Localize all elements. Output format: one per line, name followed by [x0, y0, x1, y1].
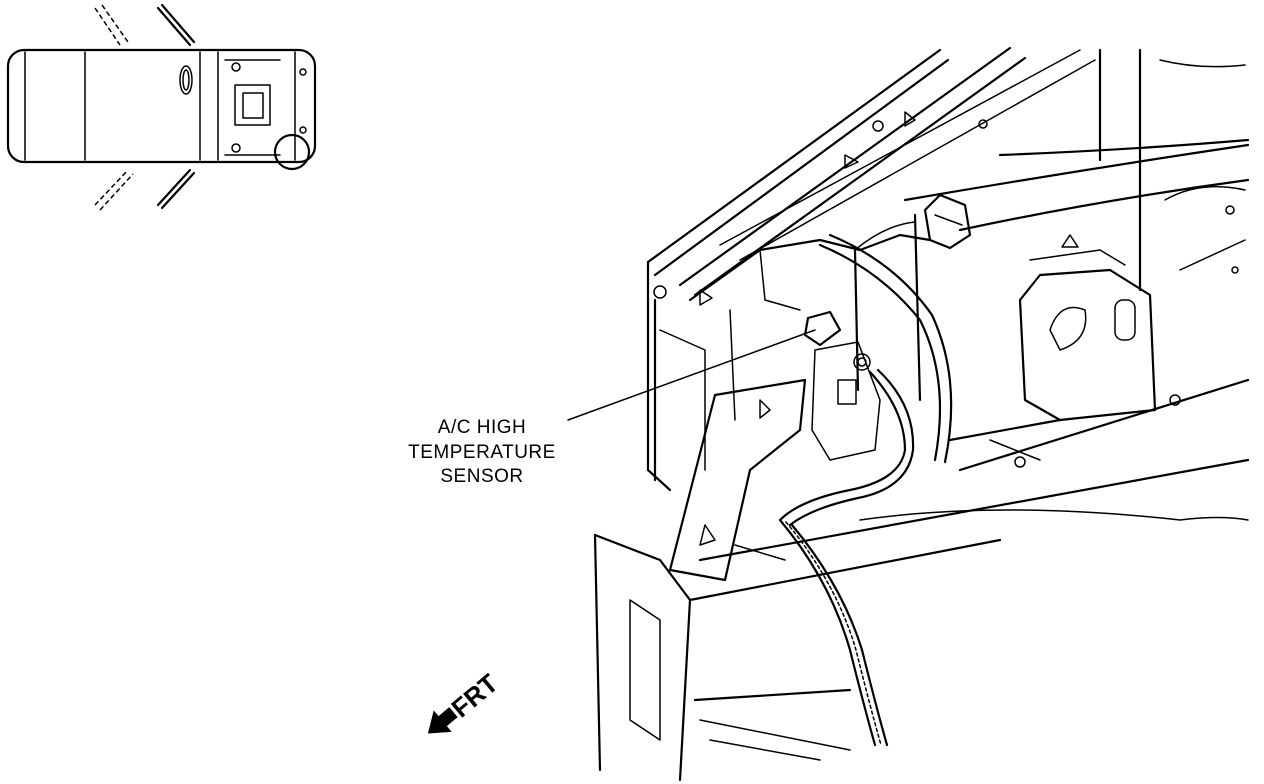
sensor-wiring-harness [778, 233, 953, 747]
vehicle-locator-inset [6, 3, 317, 211]
callout-label-line1: A/C HIGH [438, 417, 526, 438]
radiator-support-assembly [593, 46, 1250, 782]
callout-leader-line [567, 329, 816, 421]
front-arrow-icon [427, 707, 458, 734]
front-direction-indicator: FRT [427, 668, 504, 734]
callout-label-line2: TEMPERATURE [408, 442, 556, 463]
callout-label-line3: SENSOR [440, 466, 523, 487]
